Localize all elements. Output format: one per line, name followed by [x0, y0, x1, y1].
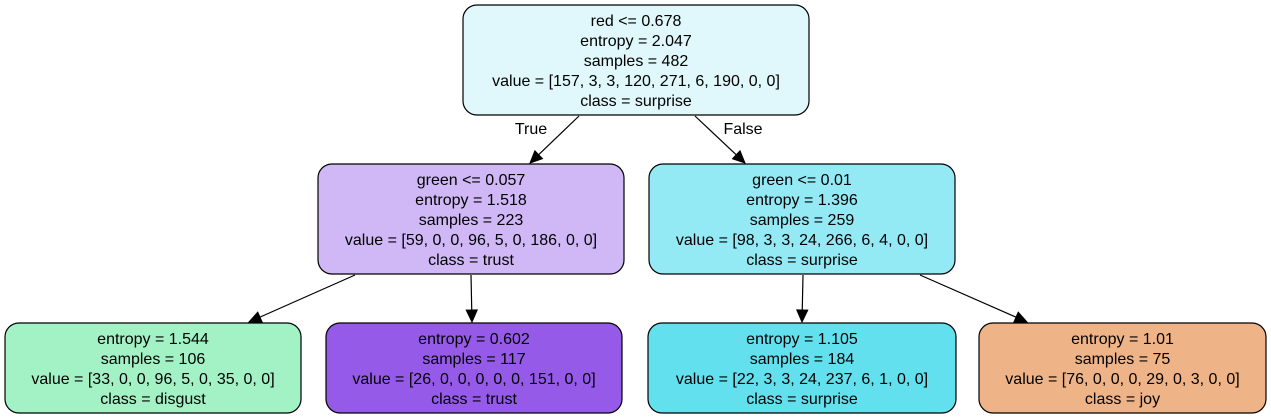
tree-node-left: green <= 0.057 entropy = 1.518 samples = 2…: [317, 163, 625, 275]
node-text-line: entropy = 2.047: [580, 33, 692, 50]
arrowhead-icon: [529, 149, 544, 164]
arrowhead-icon: [731, 149, 746, 164]
edge-label-true: True: [515, 121, 547, 138]
edge-root-right: False: [694, 115, 763, 164]
node-text-line: samples = 482: [584, 53, 689, 70]
node-text-line: class = surprise: [746, 391, 858, 408]
arrowhead-icon: [465, 309, 479, 324]
edge-line: [470, 274, 473, 311]
node-text-line: value = [26, 0, 0, 0, 0, 0, 151, 0, 0]: [352, 371, 595, 388]
node-box: [325, 322, 623, 414]
node-text-line: samples = 223: [419, 212, 524, 229]
node-text-line: value = [22, 3, 3, 24, 237, 6, 1, 0, 0]: [676, 371, 928, 388]
arrowhead-icon: [1013, 311, 1029, 323]
node-text-line: value = [157, 3, 3, 120, 271, 6, 190, 0,…: [492, 73, 780, 90]
node-box: [4, 322, 302, 414]
edges-layer: True False: [247, 115, 1029, 324]
node-text-line: samples = 184: [750, 351, 855, 368]
node-text-line: class = surprise: [746, 252, 858, 269]
node-text-line: class = joy: [1085, 391, 1160, 408]
node-box: [647, 322, 957, 414]
node-text-line: samples = 259: [750, 212, 855, 229]
tree-node-leaf1: entropy = 1.544 samples = 106 value = [33,…: [4, 322, 302, 414]
node-text-line: green <= 0.057: [417, 172, 526, 189]
edge-line: [694, 115, 737, 156]
node-text-line: entropy = 1.396: [746, 192, 858, 209]
edge-left-leaf1: [247, 274, 356, 323]
node-text-line: green <= 0.01: [752, 172, 852, 189]
node-text-line: entropy = 1.518: [415, 192, 527, 209]
node-box: [462, 4, 810, 116]
tree-node-leaf3: entropy = 1.105 samples = 184 value = [22,…: [647, 322, 957, 414]
node-text-line: value = [59, 0, 0, 96, 5, 0, 186, 0, 0]: [345, 232, 597, 249]
node-box: [978, 322, 1267, 414]
tree-node-leaf2: entropy = 0.602 samples = 117 value = [26,…: [325, 322, 623, 414]
node-box: [317, 163, 625, 275]
node-text-line: samples = 117: [422, 351, 525, 368]
node-text-line: samples = 106: [101, 351, 206, 368]
node-text-line: entropy = 0.602: [418, 331, 530, 348]
node-text-line: value = [98, 3, 3, 24, 266, 6, 4, 0, 0]: [676, 232, 928, 249]
tree-node-right: green <= 0.01 entropy = 1.396 samples = 25…: [648, 163, 956, 275]
edge-line: [919, 274, 1017, 318]
edge-line: [259, 274, 356, 318]
node-text-line: class = surprise: [580, 93, 692, 110]
node-text-line: class = disgust: [100, 391, 206, 408]
node-text-line: class = trust: [431, 391, 517, 408]
arrowhead-icon: [247, 311, 263, 323]
edge-right-leaf3: [795, 274, 809, 324]
tree-node-root: red <= 0.678 entropy = 2.047 samples = 482…: [462, 4, 810, 116]
node-text-line: value = [76, 0, 0, 0, 29, 0, 3, 0, 0]: [1005, 371, 1239, 388]
edge-label-false: False: [723, 121, 762, 138]
tree-node-leaf4: entropy = 1.01 samples = 75 value = [76, 0…: [978, 322, 1267, 414]
arrowhead-icon: [795, 309, 809, 324]
edge-root-left: True: [515, 115, 580, 164]
edge-line: [801, 274, 804, 311]
edge-right-leaf4: [919, 274, 1029, 323]
node-text-line: entropy = 1.544: [97, 331, 209, 348]
node-text-line: class = trust: [428, 252, 514, 269]
node-text-line: samples = 75: [1075, 351, 1171, 368]
node-text-line: red <= 0.678: [591, 13, 682, 30]
node-text-line: value = [33, 0, 0, 96, 5, 0, 35, 0, 0]: [31, 371, 274, 388]
nodes-layer: red <= 0.678 entropy = 2.047 samples = 482…: [4, 4, 1267, 414]
node-box: [648, 163, 956, 275]
edge-line: [538, 115, 580, 156]
edge-left-leaf2: [465, 274, 479, 324]
node-text-line: entropy = 1.105: [746, 331, 858, 348]
node-text-line: entropy = 1.01: [1071, 331, 1174, 348]
